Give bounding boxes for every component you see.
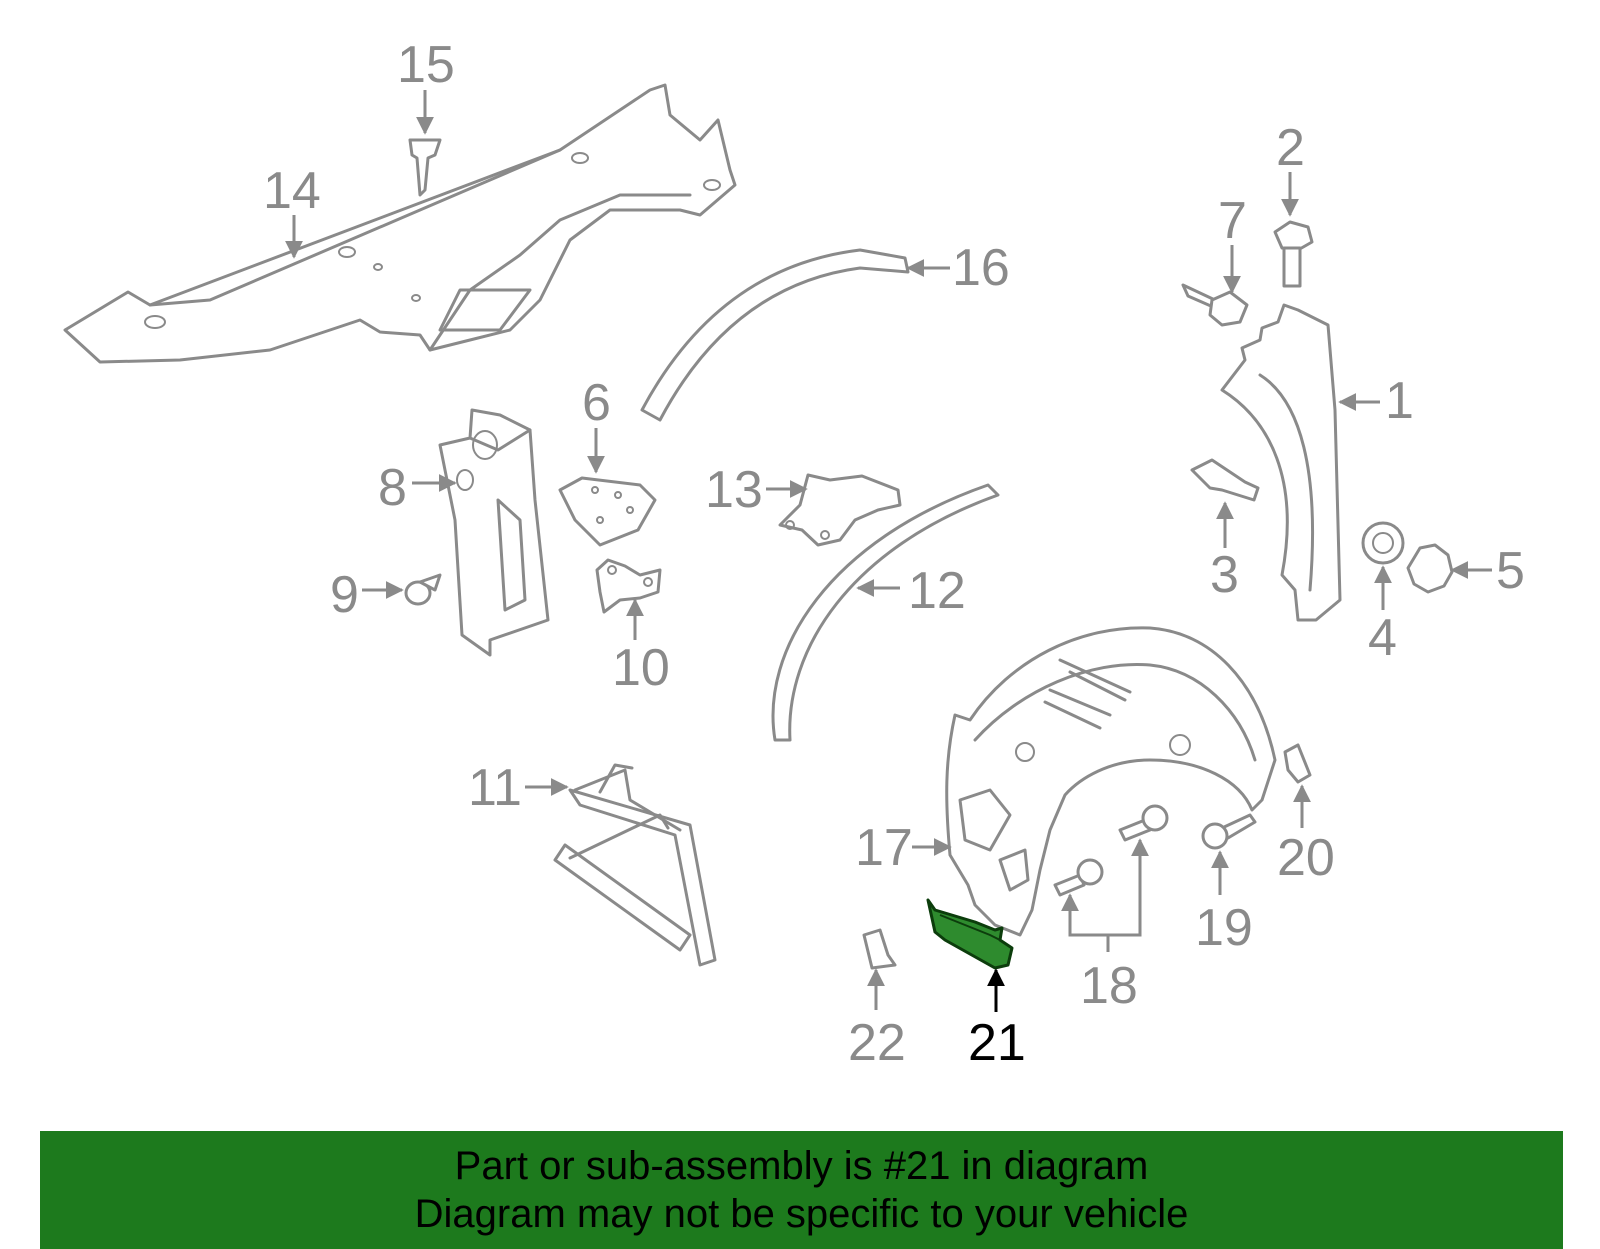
label-16: 16 — [952, 239, 1010, 297]
label-10: 10 — [612, 639, 670, 697]
part-7-bolt — [1181, 283, 1249, 327]
label-7: 7 — [1218, 192, 1247, 250]
part-12-arch-trim — [771, 483, 1000, 742]
part-5-plug — [1406, 543, 1454, 594]
label-18: 18 — [1080, 957, 1138, 1015]
info-banner: Part or sub-assembly is #21 in diagram D… — [40, 1131, 1563, 1249]
label-4: 4 — [1368, 609, 1397, 667]
part-22-clip-nut — [862, 928, 897, 970]
part-6-plate — [558, 476, 657, 547]
part-18-screws — [1053, 804, 1169, 897]
label-19: 19 — [1195, 899, 1253, 957]
part-10-small-bracket — [595, 558, 662, 614]
part-3-stud — [1190, 458, 1260, 502]
banner-line-2: Diagram may not be specific to your vehi… — [414, 1192, 1189, 1236]
part-19-screw — [1201, 813, 1257, 850]
part-11-brace — [553, 763, 717, 967]
label-9: 9 — [330, 566, 359, 624]
label-13: 13 — [705, 461, 763, 519]
part-16-weatherstrip — [640, 248, 910, 422]
part-8-pillar-bracket — [438, 408, 550, 657]
label-3: 3 — [1210, 546, 1239, 604]
parts-diagram: 1 2 3 4 5 6 7 8 9 10 11 12 13 14 15 16 1… — [63, 36, 1525, 1072]
label-1: 1 — [1385, 372, 1414, 430]
part-13-bracket — [778, 473, 902, 547]
label-11: 11 — [468, 759, 522, 817]
label-14: 14 — [263, 162, 321, 220]
label-8: 8 — [378, 459, 407, 517]
part-17-wheel-liner — [945, 626, 1277, 937]
label-20: 20 — [1277, 829, 1335, 887]
label-6: 6 — [582, 374, 611, 432]
part-labels: 1 2 3 4 5 6 7 8 9 10 11 12 13 14 15 16 1… — [263, 36, 1525, 1072]
label-22: 22 — [848, 1014, 906, 1072]
label-12: 12 — [908, 562, 966, 620]
part-4-grommet — [1361, 521, 1405, 565]
label-21: 21 — [968, 1014, 1026, 1072]
label-17: 17 — [855, 819, 913, 877]
part-1-fender-trim — [1220, 303, 1342, 622]
label-2: 2 — [1276, 119, 1305, 177]
part-15-push-clip — [408, 138, 442, 197]
part-21-bracket-highlighted — [926, 898, 1014, 970]
part-2-bolt — [1273, 220, 1314, 288]
part-9-clip — [404, 573, 442, 606]
banner-line-1: Part or sub-assembly is #21 in diagram — [454, 1144, 1149, 1188]
part-20-clip-nut — [1283, 743, 1312, 784]
label-15: 15 — [397, 36, 455, 94]
label-5: 5 — [1496, 542, 1525, 600]
leader-arrows — [285, 90, 1492, 1012]
part-14-upper-rail — [63, 83, 737, 364]
